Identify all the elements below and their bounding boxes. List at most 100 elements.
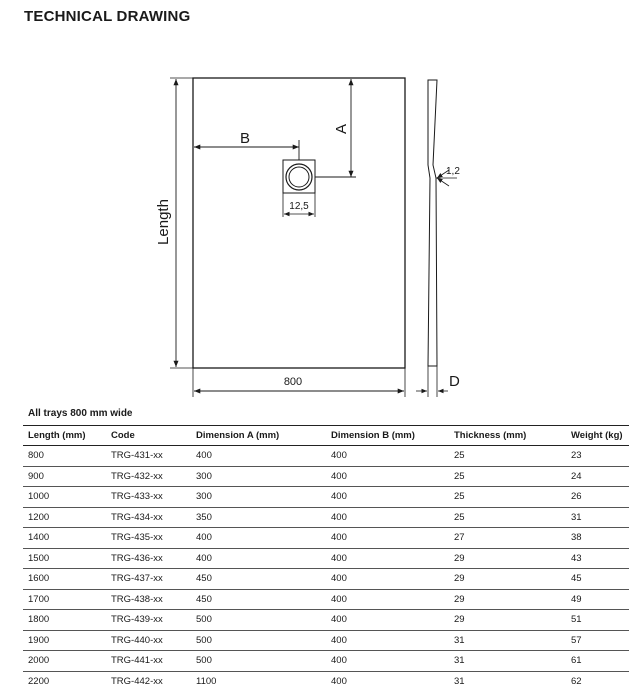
header-thickness: Thickness (mm): [449, 425, 566, 446]
cell-dimension-a: 400: [191, 548, 326, 569]
header-dimension-b: Dimension B (mm): [326, 425, 449, 446]
cell-weight: 43: [566, 548, 629, 569]
cell-code: TRG-440-xx: [106, 630, 191, 651]
thickness-dimension-line: [416, 366, 448, 397]
cell-dimension-a: 350: [191, 507, 326, 528]
cell-length: 1600: [23, 568, 106, 590]
dimension-b-line: [194, 140, 300, 160]
cell-weight: 31: [566, 507, 629, 528]
cell-weight: 24: [566, 466, 629, 487]
cell-thickness: 27: [449, 527, 566, 549]
cell-length: 1700: [23, 589, 106, 610]
cell-thickness: 29: [449, 548, 566, 569]
cell-code: TRG-431-xx: [106, 445, 191, 467]
cell-dimension-b: 400: [326, 589, 449, 610]
cell-dimension-b: 400: [331, 675, 347, 687]
cell-dimension-a: 300: [191, 486, 326, 508]
cell-dimension-b: 400: [326, 548, 449, 569]
cell-dimension-b: 400: [326, 630, 449, 651]
cell-length: 900: [23, 466, 106, 487]
specifications-table: Length (mm) Code Dimension A (mm) Dimens…: [23, 425, 629, 691]
cell-code: TRG-438-xx: [106, 589, 191, 610]
cell-weight: 61: [566, 650, 629, 672]
cell-thickness: 29: [449, 589, 566, 610]
cell-weight: 38: [566, 527, 629, 549]
cell-code: TRG-437-xx: [106, 568, 191, 590]
cell-dimension-b: 400: [326, 445, 449, 467]
cell-dimension-a: 400: [191, 527, 326, 549]
dimension-a-line: [315, 79, 356, 178]
cell-weight: 62: [571, 675, 582, 687]
cell-length: 2000: [23, 650, 106, 672]
cell-dimension-b: 400: [326, 609, 449, 631]
header-code: Code: [106, 425, 191, 446]
cell-code: TRG-441-xx: [106, 650, 191, 672]
cell-length: 1800: [23, 609, 106, 631]
cell-length: 1500: [23, 548, 106, 569]
cell-code: TRG-435-xx: [106, 527, 191, 549]
dimension-a-label: A: [333, 124, 350, 134]
cell-length: 1000: [23, 486, 106, 508]
cell-thickness: 25: [449, 445, 566, 467]
cell-thickness: 25: [449, 466, 566, 487]
header-weight: Weight (kg): [566, 425, 629, 446]
cell-dimension-a: 450: [191, 568, 326, 590]
cell-weight: 45: [566, 568, 629, 590]
cell-weight: 26: [566, 486, 629, 508]
cell-code: TRG-439-xx: [106, 609, 191, 631]
cell-length: 1400: [23, 527, 106, 549]
cell-dimension-a: 500: [191, 630, 326, 651]
table-caption: All trays 800 mm wide: [28, 408, 133, 419]
length-dimension-line: [170, 77, 193, 369]
cell-dimension-a: 500: [191, 609, 326, 631]
drain-dimension-label: 12,5: [289, 201, 309, 212]
drain-icon: [282, 159, 316, 194]
width-dimension-line: [192, 368, 406, 397]
cell-thickness: 31: [454, 675, 465, 687]
cell-dimension-b: 400: [326, 527, 449, 549]
cell-length: 800: [23, 445, 106, 467]
technical-drawing: B A 12,5 Length 800 1,2 D: [155, 77, 460, 397]
cell-dimension-b: 400: [326, 507, 449, 528]
cell-thickness: 25: [449, 507, 566, 528]
cell-thickness: 25: [449, 486, 566, 508]
cell-dimension-b: 400: [326, 466, 449, 487]
cell-dimension-b: 400: [326, 568, 449, 590]
width-dimension-label: 800: [284, 376, 302, 388]
cell-weight: 23: [566, 445, 629, 467]
cell-length: 1900: [23, 630, 106, 651]
cell-weight: 51: [566, 609, 629, 631]
cell-dimension-b: 400: [326, 650, 449, 672]
cell-code: TRG-432-xx: [106, 466, 191, 487]
cell-weight: 49: [566, 589, 629, 610]
header-length: Length (mm): [23, 425, 106, 446]
cell-thickness: 31: [449, 650, 566, 672]
tray-outline: [192, 77, 406, 369]
dimension-b-label: B: [240, 130, 250, 147]
table-header-row: Length (mm) Code Dimension A (mm) Dimens…: [23, 425, 629, 446]
cell-code: TRG-436-xx: [106, 548, 191, 569]
cell-dimension-a: 1100: [196, 675, 217, 687]
cell-code: TRG-433-xx: [106, 486, 191, 508]
cell-thickness: 29: [449, 609, 566, 631]
length-dimension-label: Length: [155, 199, 172, 245]
cell-thickness: 29: [449, 568, 566, 590]
header-dimension-a: Dimension A (mm): [191, 425, 326, 446]
cell-dimension-a: 300: [191, 466, 326, 487]
page-title: TECHNICAL DRAWING: [24, 8, 191, 25]
cell-dimension-a: 400: [191, 445, 326, 467]
cell-dimension-a: 450: [191, 589, 326, 610]
drain-dimension-line: [282, 193, 316, 217]
cell-length: 1200: [23, 507, 106, 528]
cell-weight: 57: [566, 630, 629, 651]
cell-dimension-b: 400: [326, 486, 449, 508]
